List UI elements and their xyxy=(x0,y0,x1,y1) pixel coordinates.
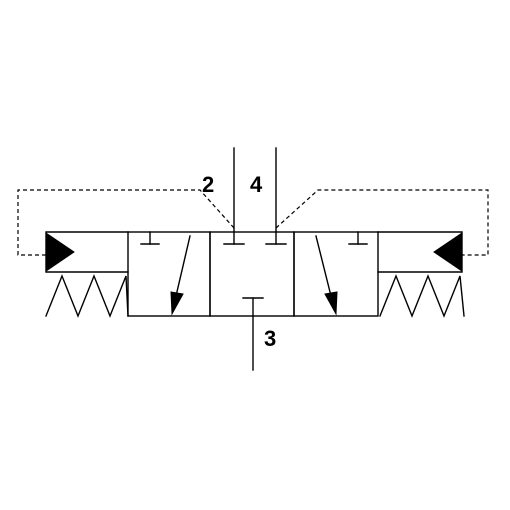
pilot-lines xyxy=(17,189,489,256)
flow-arrow-left xyxy=(175,235,191,297)
pilot-triangle-left-icon xyxy=(433,232,463,272)
port-label-2: 2 xyxy=(202,172,214,197)
pilot-line-right xyxy=(275,189,489,256)
right-box-internals xyxy=(315,231,368,316)
actuator-right xyxy=(377,231,463,273)
port-label-4: 4 xyxy=(250,172,263,197)
pilot-line-left xyxy=(17,189,235,256)
flow-arrow-right xyxy=(315,235,332,297)
arrow-head-right-icon xyxy=(324,291,338,316)
arrow-head-left-icon xyxy=(170,291,184,316)
left-box-internals xyxy=(140,231,191,316)
spring-right-icon xyxy=(379,274,465,318)
valve-box-right-outer xyxy=(293,231,379,317)
port-lines xyxy=(233,147,277,371)
spring-left-icon xyxy=(45,274,129,318)
pilot-triangle-right-icon xyxy=(45,232,75,272)
actuator-left xyxy=(45,231,129,273)
center-box-internals xyxy=(223,231,287,317)
port-label-3: 3 xyxy=(264,326,276,351)
valve-body xyxy=(127,231,379,317)
